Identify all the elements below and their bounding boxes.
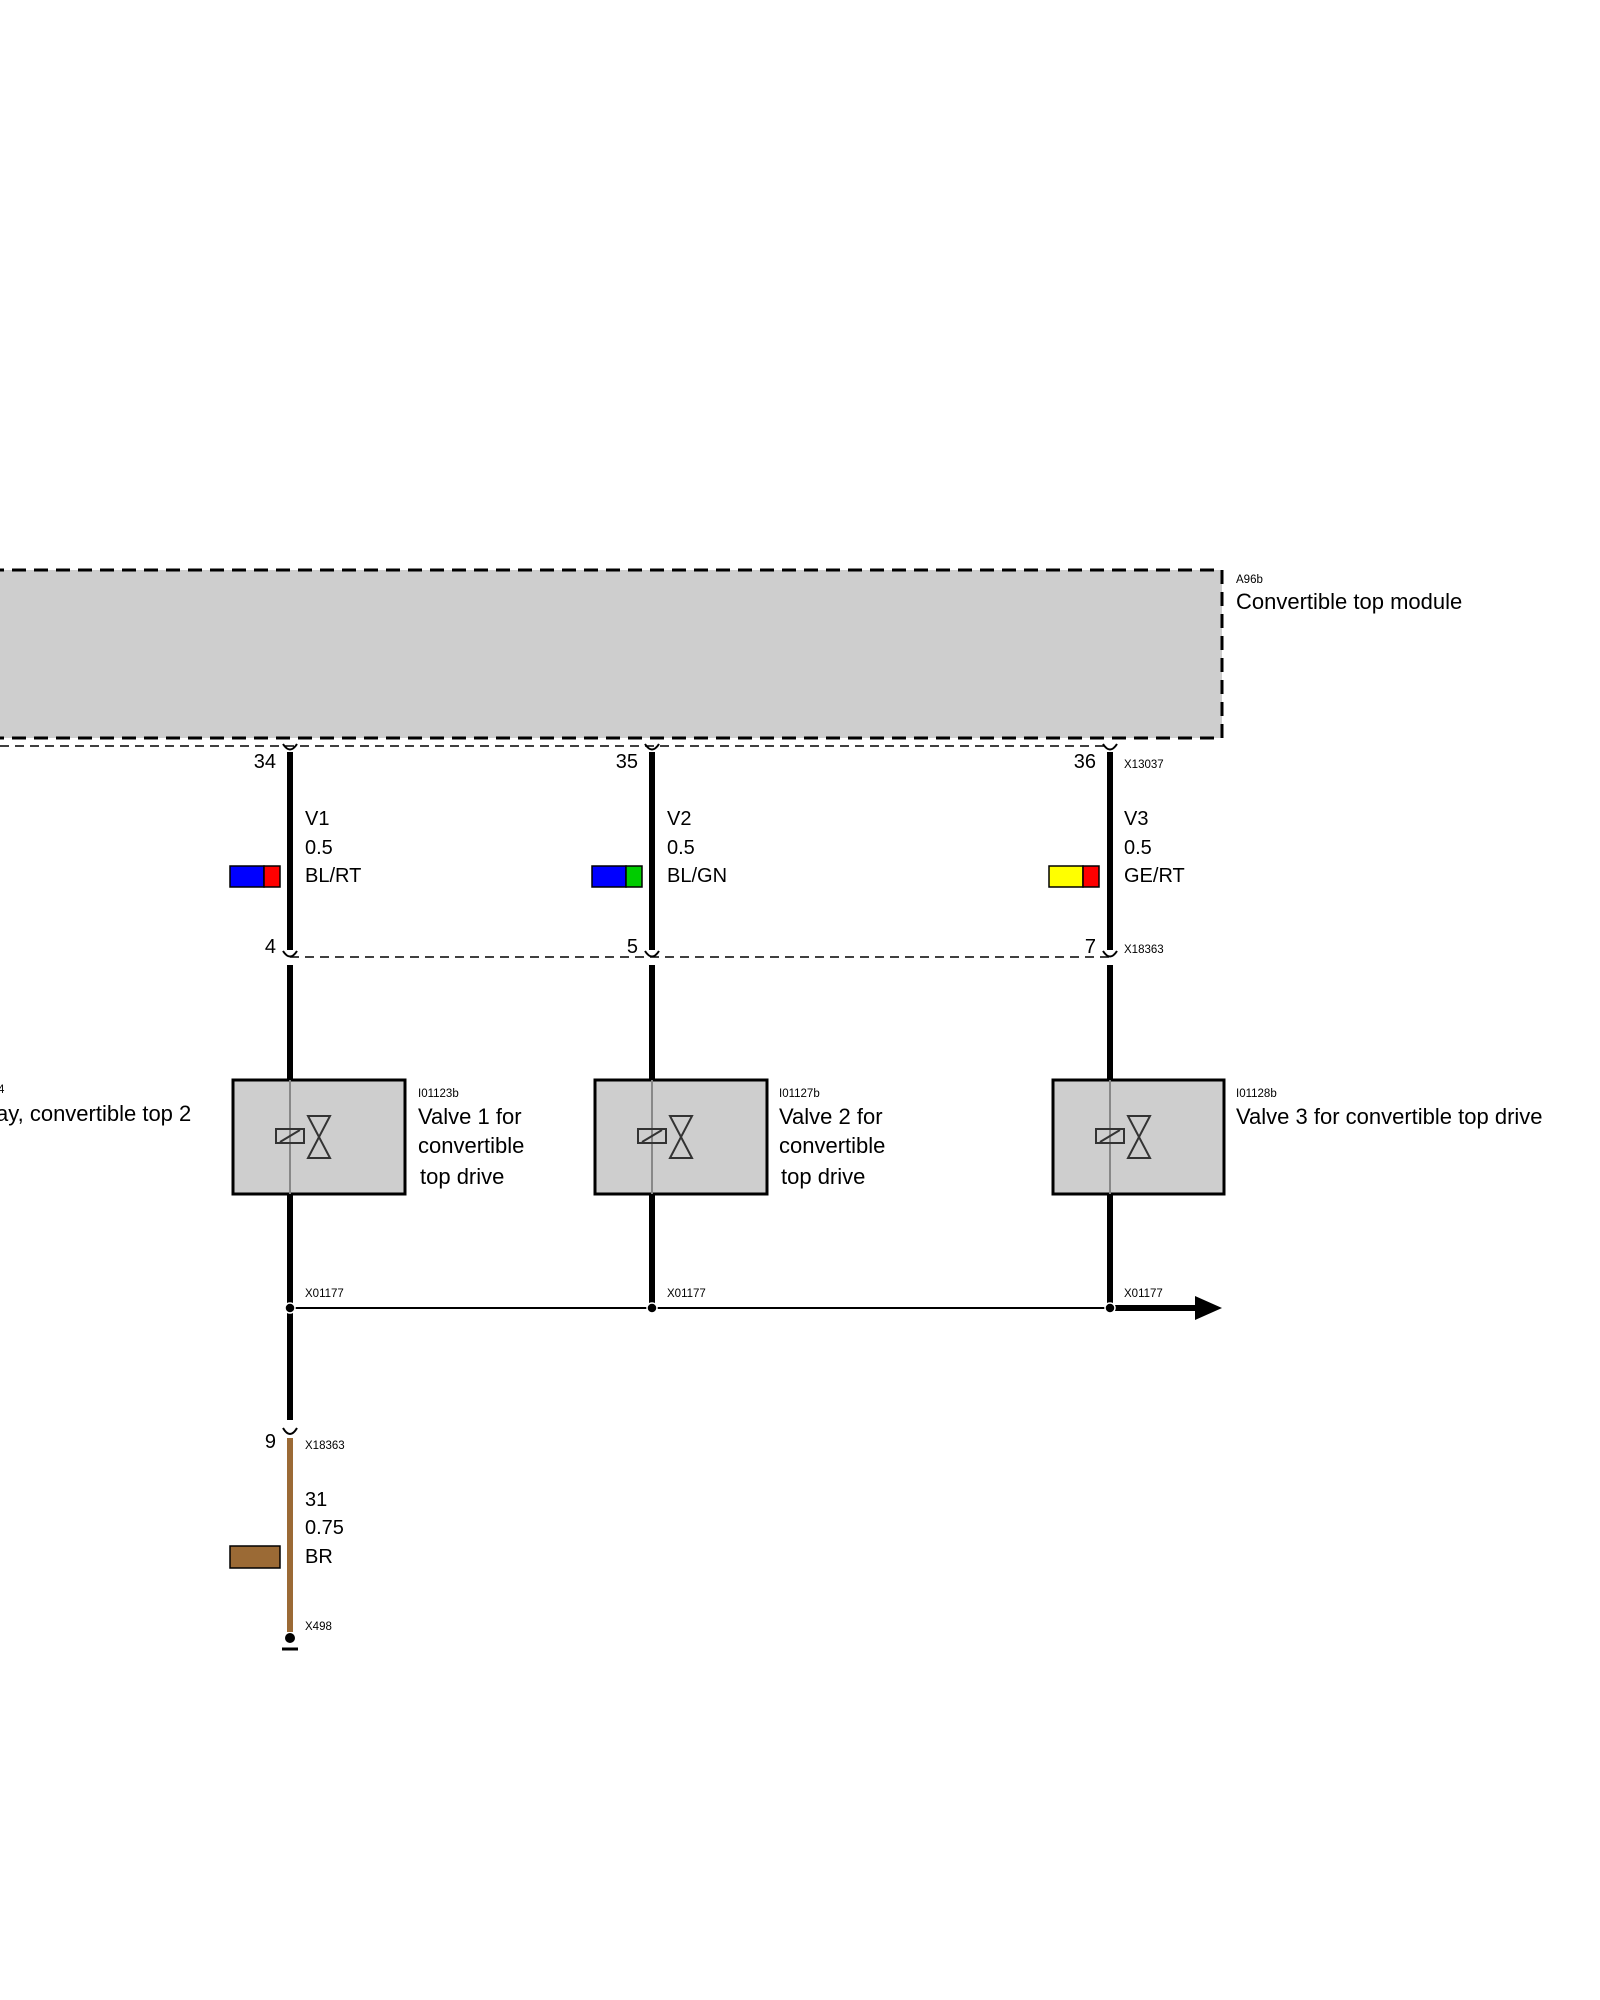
valve-3-module-pin: 36 xyxy=(1074,751,1096,773)
valve-2-name-line-1: Valve 2 for xyxy=(779,1104,883,1129)
valve-1-component xyxy=(231,1078,407,1196)
valve-2-splice: X01177 xyxy=(667,1288,706,1300)
valve-2-cross-section: 0.5 xyxy=(667,837,695,859)
intermediate-connector-id: X18363 xyxy=(1124,944,1164,956)
valve-2-component xyxy=(593,1078,769,1196)
valve-2-intermediate-pin: 5 xyxy=(627,936,638,958)
valve-1-splice: X01177 xyxy=(305,1288,344,1300)
ground-bus-arrow-icon xyxy=(1195,1296,1222,1320)
solenoid-valve-icon xyxy=(1095,1115,1152,1159)
valve-3-component xyxy=(1051,1078,1226,1196)
splice-point-2 xyxy=(646,1302,658,1314)
left-component-label: ay, convertible top 2 xyxy=(0,1101,191,1126)
valve-3-intermediate-pin: 7 xyxy=(1085,936,1096,958)
ground-point-id: X498 xyxy=(305,1621,332,1633)
ground-cross-section: 0.75 xyxy=(305,1517,344,1539)
splice-point-1 xyxy=(284,1302,296,1314)
valve-2-module-pin: 35 xyxy=(616,751,638,773)
ground-color-swatch xyxy=(229,1545,281,1569)
valve-2-name-line-2: convertible xyxy=(779,1133,885,1158)
ground-intermediate-pin: 9 xyxy=(265,1431,276,1453)
valve-3-name: Valve 3 for convertible top drive xyxy=(1236,1104,1543,1129)
splice-point-3 xyxy=(1104,1302,1116,1314)
valve-1-module-pin: 34 xyxy=(254,751,276,773)
valve-1-color-code: BL/RT xyxy=(305,865,361,887)
valve-3-splice: X01177 xyxy=(1124,1288,1163,1300)
valve-1-cross-section: 0.5 xyxy=(305,837,333,859)
ground-color-code: BR xyxy=(305,1546,333,1568)
left-component-id: 4 xyxy=(0,1084,5,1096)
valve-1-name-line-2: convertible xyxy=(418,1133,524,1158)
valve-3-color-swatch-stripe xyxy=(1082,865,1100,888)
valve-2-name-line-3: top drive xyxy=(781,1164,865,1189)
module-name: Convertible top module xyxy=(1236,589,1462,614)
valve-3-color-code: GE/RT xyxy=(1124,865,1185,887)
ground-signal: 31 xyxy=(305,1489,327,1511)
valve-1-color-swatch-stripe xyxy=(263,865,281,888)
solenoid-valve-icon xyxy=(275,1115,332,1159)
module-connector-id: X13037 xyxy=(1124,759,1164,771)
valve-1-name-line-3: top drive xyxy=(420,1164,504,1189)
ground-intermediate-connector-id: X18363 xyxy=(305,1440,345,1452)
valve-2-signal: V2 xyxy=(667,808,691,830)
ground-point-icon xyxy=(285,1633,295,1643)
valve-2-color-swatch-stripe xyxy=(625,865,643,888)
module-box xyxy=(0,568,1224,740)
valve-1-intermediate-pin: 4 xyxy=(265,936,276,958)
module-id: A96b xyxy=(1236,574,1263,586)
valve-1-signal: V1 xyxy=(305,808,329,830)
valve-1-color-swatch-primary xyxy=(229,865,265,888)
wire-valve-2 xyxy=(644,743,660,1308)
valve-3-cross-section: 0.5 xyxy=(1124,837,1152,859)
valve-3-color-swatch-primary xyxy=(1048,865,1084,888)
valve-1-id: I01123b xyxy=(418,1088,459,1100)
solenoid-valve-icon xyxy=(637,1115,694,1159)
valve-3-id: I01128b xyxy=(1236,1088,1277,1100)
valve-2-color-code: BL/GN xyxy=(667,865,727,887)
valve-3-signal: V3 xyxy=(1124,808,1148,830)
wire-valve-3 xyxy=(1102,743,1118,1308)
wire-valve-1 xyxy=(282,743,298,1420)
valve-1-name-line-1: Valve 1 for xyxy=(418,1104,522,1129)
valve-2-color-swatch-primary xyxy=(591,865,627,888)
ground-connector-icon xyxy=(282,1427,298,1435)
valve-2-id: I01127b xyxy=(779,1088,820,1100)
